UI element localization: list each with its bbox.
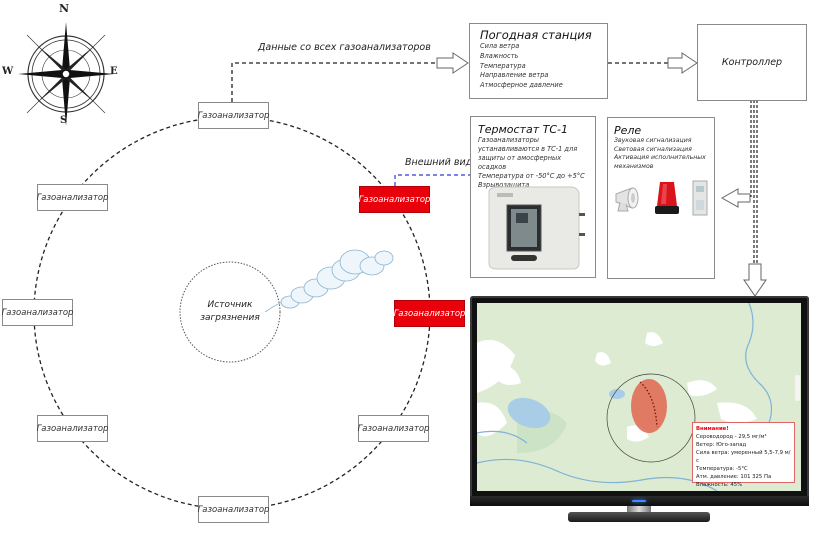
thermostat-item: Температура от -50°C до +5°C xyxy=(478,172,585,180)
relay-title: Реле xyxy=(614,124,642,137)
alert-line-wind-force: Сила ветра: умеренный 5,5-7,9 м/с xyxy=(696,450,791,464)
alert-line-humidity: Влажность: 45% xyxy=(696,482,743,488)
relay-module-icon xyxy=(692,180,708,216)
thermostat-title: Термостат ТС-1 xyxy=(478,123,568,136)
weather-station-box: Погодная станция Сила ветра Влажность Те… xyxy=(469,23,608,99)
beacon-light-icon xyxy=(655,182,679,214)
weather-station-item: Направление ветра xyxy=(480,71,549,80)
gas-analyzer-label: Газоанализатор xyxy=(36,423,109,434)
compass-east-label: E xyxy=(110,66,118,77)
thermostat-item: устанавливаются в ТС-1 для xyxy=(478,145,578,153)
relay-item: Звуковая сигнализация xyxy=(614,137,692,144)
gas-analyzer-label: Газоанализатор xyxy=(357,423,430,434)
controller-box: Контроллер xyxy=(697,24,807,101)
gas-analyzer-label: Газоанализатор xyxy=(197,504,270,515)
gas-analyzer-top[interactable]: Газоанализатор xyxy=(198,102,269,129)
gas-analyzer-label: Газоанализатор xyxy=(358,194,431,205)
pollution-source-line2: загрязнения xyxy=(200,313,260,323)
gas-analyzer-upper-left[interactable]: Газоанализатор xyxy=(37,184,108,211)
gas-analyzer-upper-right-alert[interactable]: Газоанализатор xyxy=(359,186,430,213)
gas-analyzer-label: Газоанализатор xyxy=(197,110,270,121)
arrow-to-relay xyxy=(720,188,751,208)
compass-south-label: S xyxy=(60,115,68,126)
arrow-to-controller xyxy=(667,52,698,74)
weather-station-item: Температура xyxy=(480,61,526,70)
compass-rose: N E S W xyxy=(2,2,120,126)
thermostat-item: Газоанализаторы xyxy=(478,136,539,144)
power-indicator-icon xyxy=(632,500,646,502)
arrow-to-weather-station xyxy=(436,52,469,74)
relay-item: механизмов xyxy=(614,162,654,170)
gas-analyzer-label: Газоанализатор xyxy=(393,308,466,319)
gas-analyzer-left[interactable]: Газоанализатор xyxy=(2,299,73,326)
alert-line-h2s: Сероводород - 29,5 мг/м³ xyxy=(696,434,767,440)
compass-west-label: W xyxy=(2,66,14,77)
alert-line-pressure: Атм. давление: 101 325 Па xyxy=(696,474,772,480)
data-link-line xyxy=(231,62,437,102)
pollution-source-circle xyxy=(179,261,281,363)
gas-analyzer-label: Газоанализатор xyxy=(1,307,74,318)
alert-line-temperature: Температура: -5°C xyxy=(696,466,748,472)
compass-icon xyxy=(18,22,114,126)
alert-header: Внимание! xyxy=(696,426,729,432)
thermostat-item: Взрывозащита xyxy=(478,181,530,189)
relay-item: Активация исполнительных xyxy=(614,154,706,162)
smoke-plume xyxy=(264,249,394,313)
arrow-to-monitor xyxy=(743,263,767,297)
data-link-label: Данные со всех газоанализаторов xyxy=(258,42,431,53)
weather-station-item: Влажность xyxy=(480,51,519,60)
gas-analyzer-lower-right[interactable]: Газоанализатор xyxy=(358,415,429,442)
weather-station-title: Погодная станция xyxy=(480,28,592,42)
weather-station-item: Атмосферное давление xyxy=(480,81,563,90)
gas-analyzer-bottom[interactable]: Газоанализатор xyxy=(198,496,269,523)
monitor-neck xyxy=(627,506,651,513)
pollution-source-line1: Источник xyxy=(207,300,253,310)
monitoring-radius xyxy=(606,373,696,463)
map-zoom-control[interactable] xyxy=(795,375,800,401)
thermostat-enclosure-image xyxy=(488,186,585,270)
gas-analyzer-lower-left[interactable]: Газоанализатор xyxy=(37,415,108,442)
gas-analyzer-right-alert[interactable]: Газоанализатор xyxy=(394,300,465,327)
relay-item: Световая сигнализация xyxy=(614,145,692,153)
thermostat-item: защиты от амосферных осадков xyxy=(478,154,562,171)
weather-station-item: Сила ветра xyxy=(480,42,520,50)
relay-box: Реле Звуковая сигнализация Световая сигн… xyxy=(607,117,715,279)
monitor-stand-base xyxy=(568,512,710,522)
alert-line-wind: Ветер: Юго-запад xyxy=(696,442,747,448)
siren-icon xyxy=(615,187,639,212)
alert-panel: Внимание! Сероводород - 29,5 мг/м³ Ветер… xyxy=(692,422,795,488)
gas-analyzer-label: Газоанализатор xyxy=(36,192,109,203)
compass-north-label: N xyxy=(59,2,70,15)
pollution-source-label: Источник загрязнения xyxy=(195,299,265,325)
external-view-label: Внешний вид xyxy=(405,157,473,168)
contamination-plume xyxy=(631,379,667,433)
controller-title: Контроллер xyxy=(721,57,783,68)
thermostat-box: Термостат ТС-1 Газоанализаторы устанавли… xyxy=(470,116,596,278)
external-view-link xyxy=(394,174,470,186)
